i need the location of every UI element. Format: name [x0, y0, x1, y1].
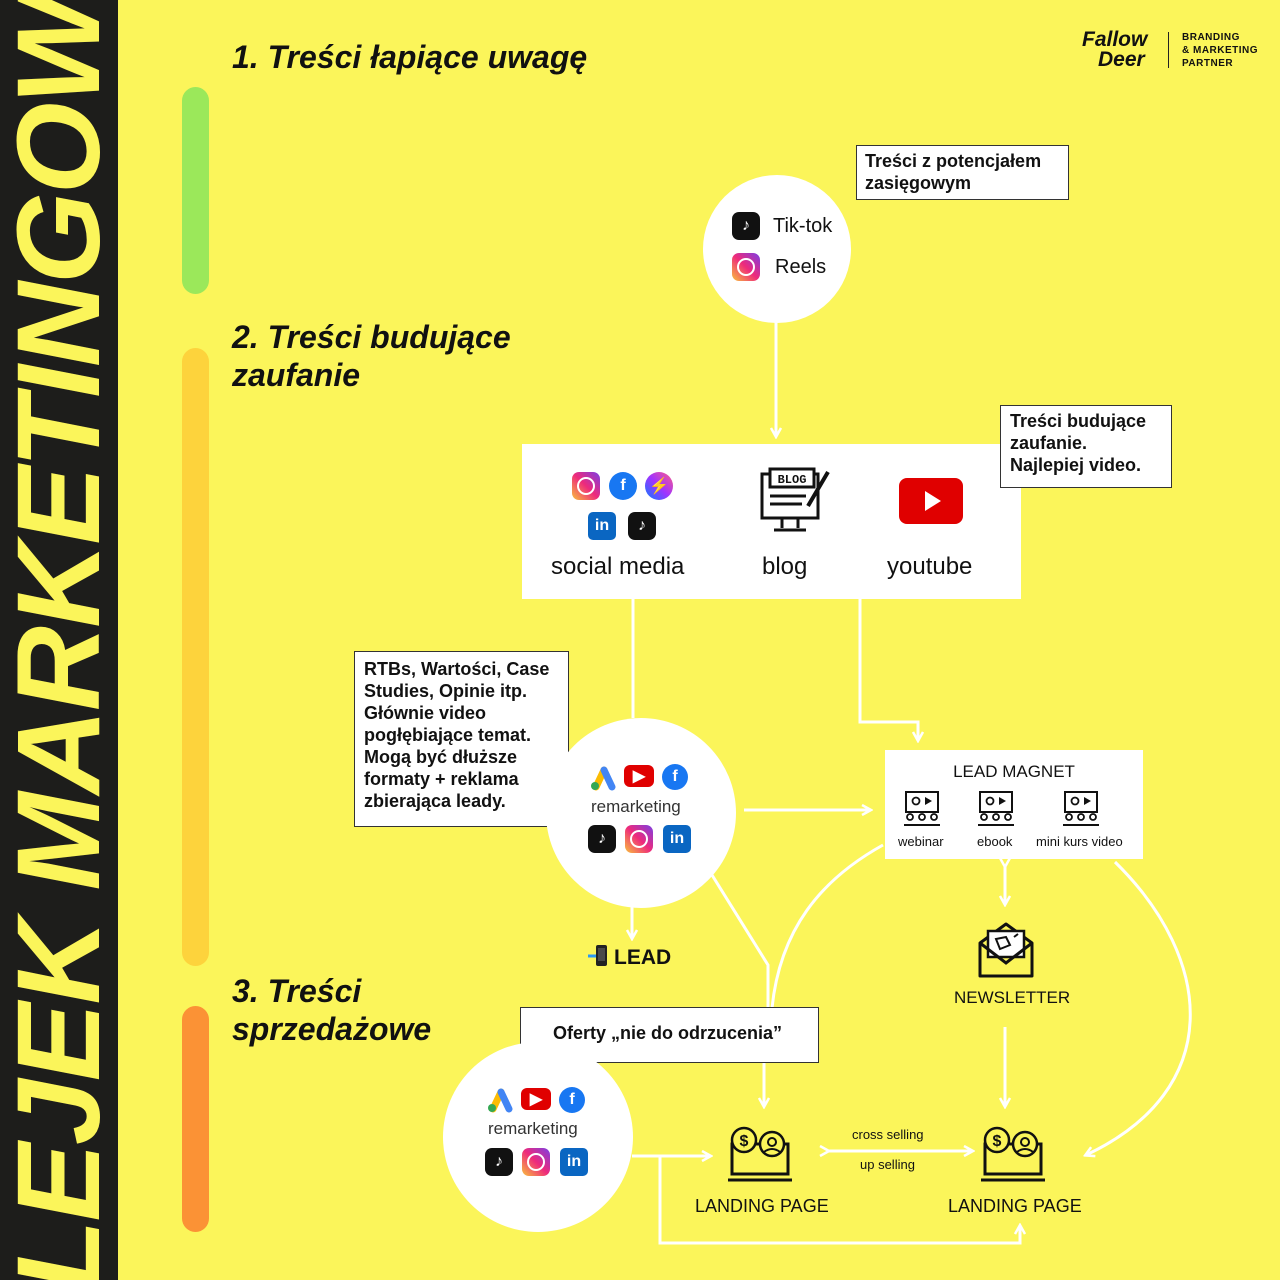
instagram-icon — [625, 825, 653, 853]
cross-selling-label: cross selling — [852, 1127, 924, 1142]
instagram-icon — [522, 1148, 550, 1176]
tiktok-icon: ♪ — [732, 212, 760, 240]
line-remarketing-to-landing — [710, 874, 770, 1010]
lead-magnet-box: LEAD MAGNET webinar ebook mini kurs vide… — [885, 750, 1143, 859]
lead-magnet-item-webinar: webinar — [898, 834, 944, 849]
phone-icon — [588, 944, 610, 968]
logo-brand-line1: Fallow — [1082, 28, 1148, 51]
landing-page-icon: $ — [728, 1126, 792, 1182]
remarketing-label: remarketing — [488, 1119, 578, 1138]
sales-remarketing-circle: ▶ f remarketing ♪ in — [443, 1042, 633, 1232]
instagram-icon — [572, 472, 600, 500]
curve-leadmagnet-to-landing-2 — [1086, 860, 1192, 1155]
logo-tagline: BRANDING & MARKETING PARTNER — [1182, 32, 1259, 69]
stage-title-trust: 2. Treści budujące zaufanie — [232, 319, 511, 393]
logo-brand-line2: Deer — [1098, 48, 1145, 71]
reach-item-reels: Reels — [775, 256, 827, 278]
tiktok-icon: ♪ — [588, 825, 616, 853]
facebook-icon: f — [662, 764, 688, 790]
arrow-youtube-to-leadmagnet — [858, 598, 918, 740]
svg-text:$: $ — [740, 1133, 749, 1150]
channel-label-youtube: youtube — [887, 553, 973, 580]
linkedin-icon: in — [560, 1148, 588, 1176]
youtube-icon — [899, 478, 963, 524]
landing-page-label-2: LANDING PAGE — [948, 1196, 1082, 1216]
facebook-icon: f — [609, 472, 637, 500]
google-ads-icon — [488, 1088, 513, 1113]
instagram-icon — [732, 253, 760, 281]
linkedin-icon: in — [588, 512, 616, 540]
lead-magnet-title: LEAD MAGNET — [953, 762, 1075, 781]
stage-bar-sales — [182, 1006, 209, 1232]
facebook-icon: f — [559, 1087, 585, 1113]
lead-label: LEAD — [614, 946, 672, 969]
reach-item-tiktok: Tik-tok — [773, 215, 833, 237]
logo-divider — [1168, 32, 1169, 68]
ebook-icon — [978, 791, 1014, 826]
linkedin-icon: in — [663, 825, 691, 853]
remarketing-label: remarketing — [591, 797, 681, 816]
google-ads-icon — [591, 766, 616, 791]
landing-page-label-1: LANDING PAGE — [695, 1196, 829, 1216]
blog-monitor-icon: BLOG — [760, 467, 830, 532]
logo: Fallow Deer — [1082, 28, 1148, 71]
stage-bar-attention — [182, 87, 209, 294]
landing-page-icon: $ — [981, 1126, 1045, 1182]
tiktok-icon: ♪ — [485, 1148, 513, 1176]
channel-label-blog: blog — [762, 553, 808, 580]
callout-reach: Treści z potencjałem zasięgowym — [856, 145, 1069, 200]
channels-box: f ⚡ in ♪ BLOG social media blog youtube — [522, 444, 1021, 599]
reach-circle: ♪ Tik-tok Reels — [703, 175, 851, 323]
callout-trust: Treści budujące zaufanie. Najlepiej vide… — [1000, 405, 1172, 488]
messenger-icon: ⚡ — [645, 472, 673, 500]
stage-title-attention: 1. Treści łapiące uwagę — [232, 39, 588, 75]
lead-magnet-item-video: mini kurs video — [1036, 834, 1123, 849]
arrow-offers-to-landing-2 — [658, 1156, 1020, 1245]
channel-label-social: social media — [551, 553, 685, 580]
svg-text:BLOG: BLOG — [778, 473, 807, 487]
up-selling-label: up selling — [860, 1157, 915, 1172]
stage-bar-trust — [182, 348, 209, 966]
tiktok-icon: ♪ — [628, 512, 656, 540]
newsletter-label: NEWSLETTER — [954, 988, 1071, 1007]
lead-magnet-item-ebook: ebook — [977, 834, 1013, 849]
webinar-icon — [904, 791, 940, 826]
newsletter-envelope-icon — [978, 922, 1034, 978]
svg-text:$: $ — [993, 1133, 1002, 1150]
stage-title-sales: 3. Treści sprzedażowe — [232, 973, 432, 1047]
sidebar: LEJEK MARKETINGOWY — [0, 0, 125, 1280]
callout-rtb: RTBs, Wartości, Case Studies, Opinie itp… — [354, 651, 569, 827]
youtube-icon: ▶ — [521, 1088, 551, 1110]
youtube-icon: ▶ — [624, 765, 654, 787]
remarketing-circle: ▶ f remarketing ♪ in — [546, 718, 736, 908]
curve-leadmagnet-to-landing — [770, 843, 884, 1009]
video-course-icon — [1063, 791, 1099, 826]
